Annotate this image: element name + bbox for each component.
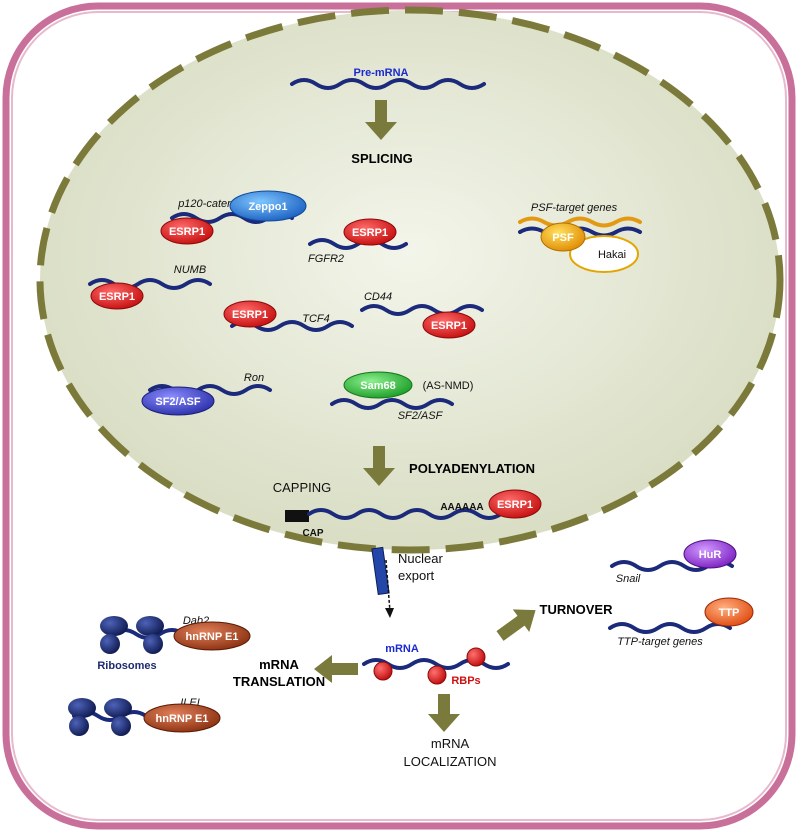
arrow-to-localization <box>428 694 460 732</box>
ribosome-group-2 <box>68 698 132 736</box>
export-arrowhead <box>385 608 394 618</box>
esrp1-label-p120: ESRP1 <box>169 226 205 238</box>
esrp1-label-polya: ESRP1 <box>497 499 533 511</box>
zeppo1-protein <box>229 190 307 222</box>
ribosomes-label: Ribosomes <box>97 660 156 672</box>
esrp1-protein-cd44 <box>422 311 476 339</box>
sf2asf-protein-label: SF2/ASF <box>155 396 201 408</box>
esrp1-protein-fgfr2 <box>343 218 397 246</box>
nuclear-export-label-2: export <box>398 568 435 583</box>
esrp1-label-fgfr2: ESRP1 <box>352 227 388 239</box>
hakai-label: Hakai <box>598 249 626 261</box>
ribosome-small-3 <box>69 716 89 736</box>
hnrnp-e1-label-ilei: hnRNP E1 <box>156 713 209 725</box>
psf-label: PSF <box>552 232 574 244</box>
sam68-label: Sam68 <box>360 380 395 392</box>
ribosome-large-4 <box>104 698 132 718</box>
nuclear-export-label-1: Nuclear <box>398 551 443 566</box>
fgfr2-label: FGFR2 <box>308 253 344 265</box>
ribosome-large-3 <box>68 698 96 718</box>
ttp-targets-label: TTP-target genes <box>617 636 703 648</box>
cap-label: CAP <box>302 528 323 539</box>
esrp1-label-numb: ESRP1 <box>99 291 135 303</box>
rbp-1 <box>373 661 393 681</box>
ttp-label: TTP <box>719 607 740 619</box>
arrow-to-polyadenylation <box>363 446 395 486</box>
polya-label: AAAAAA <box>440 502 483 513</box>
mature-mrna-strand <box>307 508 503 520</box>
sf2asf-protein <box>141 386 215 416</box>
capping-label: CAPPING <box>273 480 332 495</box>
psf-protein <box>540 222 586 252</box>
mrna-label: mRNA <box>385 643 419 655</box>
psf-target-strand-1 <box>518 216 642 228</box>
translation-label-2: TRANSLATION <box>233 674 325 689</box>
hur-label: HuR <box>699 549 722 561</box>
sam68-protein <box>343 371 413 399</box>
numb-label: NUMB <box>174 264 206 276</box>
sf2asf-gene-strand <box>330 398 454 410</box>
nucleus <box>36 6 784 554</box>
esrp1-label-tcf4: ESRP1 <box>232 309 268 321</box>
esrp1-protein-numb <box>90 282 144 310</box>
ron-label: Ron <box>244 372 264 384</box>
as-nmd-label: (AS-NMD) <box>423 380 474 392</box>
arrow-to-splicing <box>365 100 397 140</box>
splicing-label: SPLICING <box>351 151 412 166</box>
rbp-2 <box>427 665 447 685</box>
esrp1-label-cd44: ESRP1 <box>431 320 467 332</box>
ribosome-small-4 <box>111 716 131 736</box>
ttp-target-strand <box>608 622 732 634</box>
pre-mrna-label: Pre-mRNA <box>353 67 408 79</box>
hur-protein <box>683 539 737 569</box>
ribosome-group-1 <box>100 616 164 654</box>
p120-label: p120-catenin <box>177 198 242 210</box>
psf-targets-label: PSF-target genes <box>531 202 618 214</box>
localization-label-2: LOCALIZATION <box>404 754 497 769</box>
cap-block <box>285 510 309 522</box>
translation-label-1: mRNA <box>259 657 299 672</box>
ribosome-large-1 <box>100 616 128 636</box>
sf2asf-gene-label: SF2/ASF <box>398 410 444 422</box>
hakai-protein <box>569 235 639 273</box>
arrow-to-translation <box>314 655 358 683</box>
ribosome-large-2 <box>136 616 164 636</box>
zeppo1-label: Zeppo1 <box>248 201 287 213</box>
snail-label: Snail <box>616 573 641 585</box>
hnrnp-e1-protein-ilei <box>143 703 221 733</box>
cd44-strand <box>360 304 484 316</box>
arrow-to-turnover <box>496 609 536 641</box>
ribosome-small-1 <box>100 634 120 654</box>
nuclear-pore <box>371 546 390 596</box>
rbps-label: RBPs <box>451 675 480 687</box>
hnrnp-e1-label-dab2: hnRNP E1 <box>186 631 239 643</box>
hnrnp-e1-protein-dab2 <box>173 621 251 651</box>
esrp1-protein-tcf4 <box>223 300 277 328</box>
pre-mrna-strand <box>290 78 486 90</box>
ribosome-small-2 <box>143 634 163 654</box>
rbp-3 <box>466 647 486 667</box>
turnover-label: TURNOVER <box>540 602 614 617</box>
cd44-label: CD44 <box>364 291 392 303</box>
ttp-protein <box>704 597 754 627</box>
polyadenylation-label: POLYADENYLATION <box>409 461 535 476</box>
localization-label-1: mRNA <box>431 736 470 751</box>
esrp1-protein-polya <box>488 489 542 519</box>
tcf4-label: TCF4 <box>302 313 330 325</box>
esrp1-protein-p120 <box>160 217 214 245</box>
export-arrow <box>385 559 391 613</box>
